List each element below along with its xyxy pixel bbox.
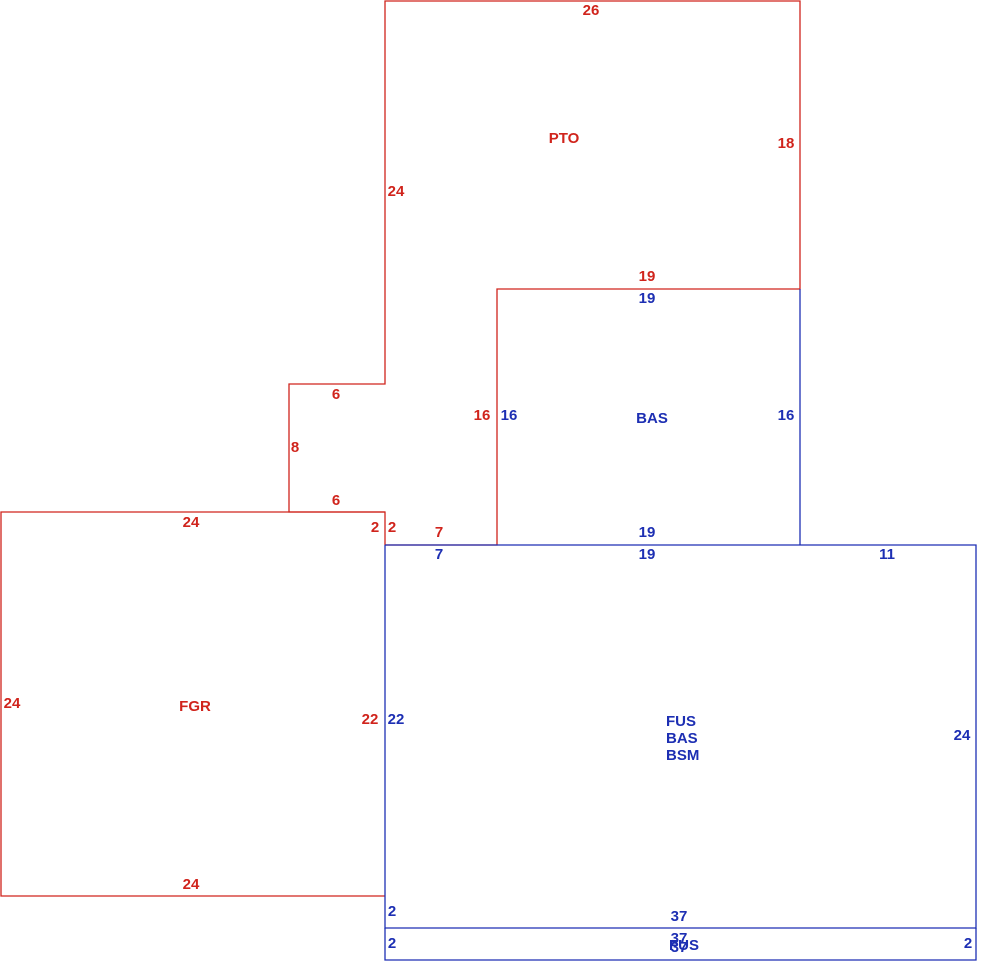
pto-dim-bottom-long: 19 [639, 268, 656, 285]
main-dim-right: 24 [954, 727, 971, 744]
fgr-outline [0, 511, 385, 897]
fus-strip-dim-bottom: 37 [671, 939, 688, 956]
fgr-dim-top: 24 [183, 514, 200, 531]
fgr-dim-bottom: 24 [183, 876, 200, 893]
bas-upper-dim-bottom: 19 [639, 524, 656, 541]
fgr-dim-corner: 2 [371, 519, 379, 536]
fgr-dim-right: 22 [362, 711, 379, 728]
pto-dim-bottom-short: 7 [435, 524, 443, 541]
pto-dim-left-upper: 24 [388, 183, 405, 200]
pto-dim-right: 18 [778, 135, 795, 152]
pto-outline [288, 0, 801, 546]
fus-strip-dim-top: 37 [671, 930, 688, 947]
main-label-bsm: BSM [666, 747, 699, 764]
main-dim-top-mid: 19 [639, 546, 656, 563]
main-label-fus: FUS [666, 713, 696, 730]
pto-dim-corner: 2 [388, 519, 396, 536]
bas-upper-dim-right: 16 [778, 407, 795, 424]
main-dim-left: 22 [388, 711, 405, 728]
fus-strip-dim-left: 2 [388, 935, 396, 952]
main-dim-bottom: 37 [671, 908, 688, 925]
fus-strip-label: FUS [669, 937, 699, 954]
bas-upper-label: BAS [636, 410, 668, 427]
main-dim-top-short: 7 [435, 546, 443, 563]
bas-upper-dim-left: 16 [501, 407, 518, 424]
bas-upper-dim-top: 19 [639, 290, 656, 307]
fgr-dim-left: 24 [4, 695, 21, 712]
pto-label: PTO [549, 130, 580, 147]
pto-dim-step-bottom: 6 [332, 492, 340, 509]
pto-dim-step-top: 6 [332, 386, 340, 403]
fus-strip-outline [384, 928, 977, 961]
fus-strip-dim-right: 2 [964, 935, 972, 952]
pto-dim-step-left: 8 [291, 439, 299, 456]
pto-dim-top: 26 [583, 2, 600, 19]
fgr-label: FGR [179, 698, 211, 715]
main-dim-left-lower: 2 [388, 903, 396, 920]
pto-dim-left-inner: 16 [474, 407, 491, 424]
main-dim-top-right: 11 [879, 546, 895, 563]
main-label-bas: BAS [666, 730, 698, 747]
